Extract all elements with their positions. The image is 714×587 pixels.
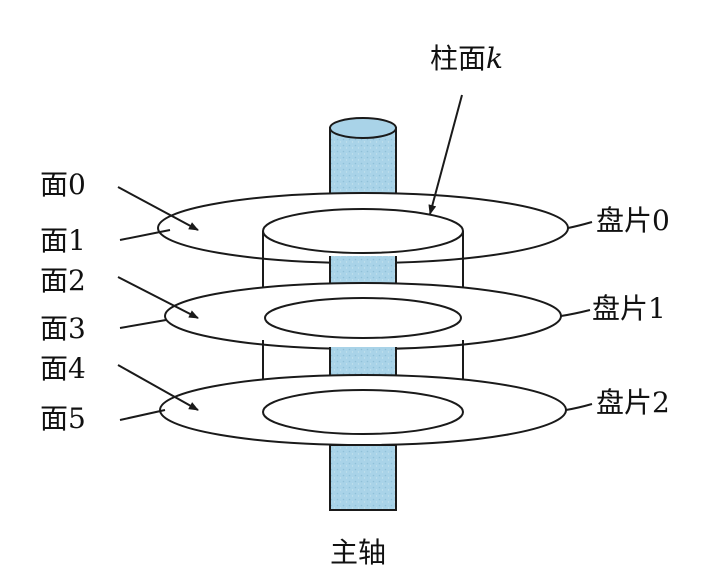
surface-label-5: 面5 xyxy=(40,402,86,435)
arrow-surface-5 xyxy=(119,409,166,421)
cylinder-bottom-ring xyxy=(262,389,464,435)
platter-1 xyxy=(164,282,562,350)
platter-label-0: 盘片0 xyxy=(596,204,670,237)
arrow-cylinder-k xyxy=(428,94,463,215)
surface-label-4: 面4 xyxy=(40,352,86,385)
surface-label-3: 面3 xyxy=(40,312,86,345)
cylinder-label: 柱面k xyxy=(430,42,503,75)
leader-platter-1 xyxy=(560,309,591,317)
leader-platter-2 xyxy=(565,403,593,411)
leader-platter-0 xyxy=(567,221,593,229)
platter-label-2: 盘片2 xyxy=(596,386,670,419)
surface-label-2: 面2 xyxy=(40,264,86,297)
spindle-top-cap xyxy=(329,117,397,139)
arrow-surface-4 xyxy=(117,364,199,411)
arrow-surface-3 xyxy=(119,319,167,329)
cylinder-middle-ring xyxy=(264,297,462,339)
surface-label-1: 面1 xyxy=(40,224,86,257)
spindle-bottom-segment xyxy=(329,444,397,511)
arrow-surface-1 xyxy=(119,229,171,241)
cylinder-top-ring xyxy=(262,208,464,254)
platter-label-1: 盘片1 xyxy=(592,292,666,325)
spindle-label: 主轴 xyxy=(330,536,386,569)
arrow-surface-0 xyxy=(117,186,199,231)
surface-label-0: 面0 xyxy=(40,168,86,201)
arrow-surface-2 xyxy=(117,276,199,319)
